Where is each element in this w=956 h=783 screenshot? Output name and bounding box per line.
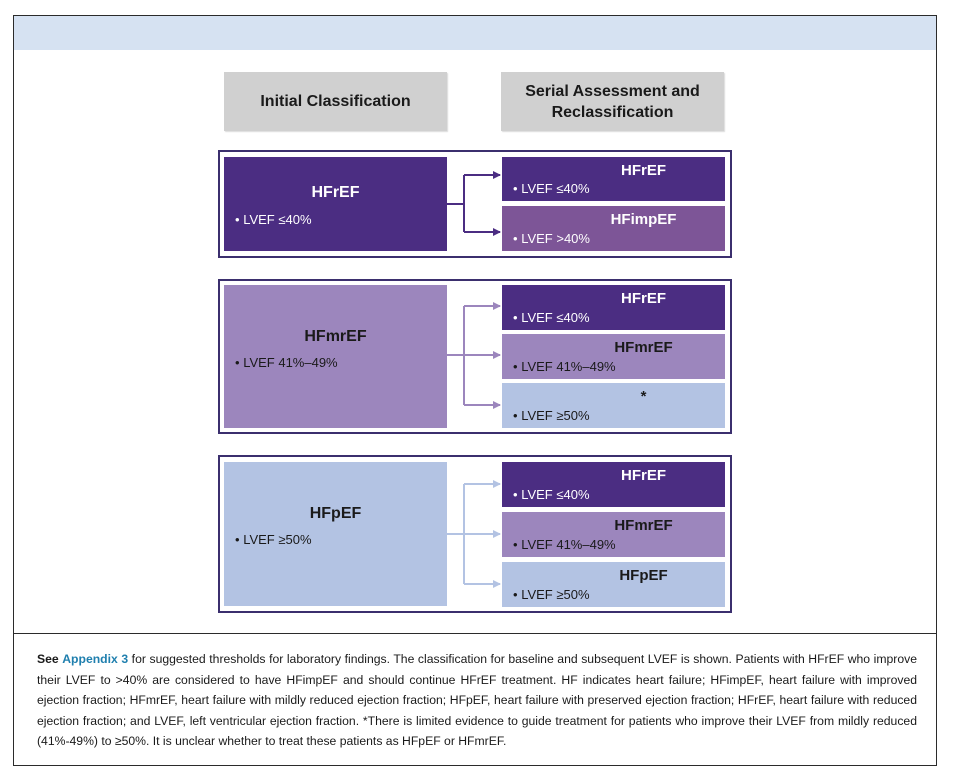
- bullet: •: [513, 487, 518, 502]
- outcome-box-hfref-2: HFimpEF • LVEF >40%: [502, 206, 725, 251]
- outcome-criterion: LVEF ≥50%: [521, 408, 590, 423]
- outcome-box-hfpef-3: HFpEF • LVEF ≥50%: [502, 562, 725, 607]
- outcome-criterion: LVEF >40%: [521, 231, 590, 246]
- bullet: •: [513, 181, 518, 196]
- header-serial-line1: Serial Assessment and: [525, 82, 700, 100]
- bullet: •: [235, 355, 240, 370]
- bullet: •: [513, 537, 518, 552]
- caption-see: See: [37, 652, 59, 666]
- figure-top-band: [14, 16, 936, 50]
- bullet: •: [513, 231, 518, 246]
- outcome-name: HFrEF: [621, 467, 666, 484]
- header-serial-line2: Reclassification: [551, 103, 674, 121]
- initial-criterion: LVEF ≥50%: [243, 532, 312, 547]
- bullet: •: [235, 532, 240, 547]
- bullet: •: [513, 359, 518, 374]
- outcome-box-hfpef-2: HFmrEF • LVEF 41%–49%: [502, 512, 725, 557]
- connector-group-hfref: [447, 171, 501, 236]
- outcome-criterion: LVEF ≤40%: [521, 487, 590, 502]
- outcome-box-hfmref-1: HFrEF • LVEF ≤40%: [502, 285, 725, 330]
- outcome-name: HFrEF: [621, 290, 666, 307]
- caption-divider: [14, 633, 936, 634]
- outcome-name-asterisk: *: [640, 388, 647, 405]
- header-serial-assessment: Serial Assessment and Reclassification: [501, 72, 724, 131]
- outcome-criterion: LVEF 41%–49%: [521, 537, 616, 552]
- outcome-name: HFmrEF: [614, 517, 673, 534]
- figure-caption: See Appendix 3 for suggested thresholds …: [37, 649, 917, 752]
- appendix-link[interactable]: Appendix 3: [62, 652, 129, 666]
- initial-box-hfref: HFrEF • LVEF ≤40%: [224, 157, 447, 251]
- outcome-name: HFrEF: [621, 162, 666, 179]
- initial-name: HFrEF: [311, 184, 360, 201]
- connector-group-hfmref: [447, 302, 501, 409]
- initial-box-hfpef: HFpEF • LVEF ≥50%: [224, 462, 447, 606]
- bullet: •: [513, 310, 518, 325]
- outcome-box-hfref-1: HFrEF • LVEF ≤40%: [502, 157, 725, 201]
- outcome-name: HFmrEF: [614, 339, 673, 356]
- outcome-criterion: LVEF ≥50%: [521, 587, 590, 602]
- outcome-box-hfmref-3: * • LVEF ≥50%: [502, 383, 725, 428]
- outcome-box-hfmref-2: HFmrEF • LVEF 41%–49%: [502, 334, 725, 379]
- bullet: •: [513, 587, 518, 602]
- header-initial-classification: Initial Classification: [224, 72, 447, 131]
- outcome-criterion: LVEF ≤40%: [521, 310, 590, 325]
- bullet: •: [235, 212, 240, 227]
- outcome-criterion: LVEF 41%–49%: [521, 359, 616, 374]
- bullet: •: [513, 408, 518, 423]
- header-initial-label: Initial Classification: [260, 93, 411, 110]
- outcome-criterion: LVEF ≤40%: [521, 181, 590, 196]
- figure-frame: [13, 15, 937, 766]
- initial-name: HFpEF: [309, 505, 362, 522]
- initial-criterion: LVEF 41%–49%: [243, 355, 338, 370]
- caption-text: for suggested thresholds for laboratory …: [37, 652, 917, 748]
- outcome-name: HFimpEF: [610, 211, 677, 228]
- initial-criterion: LVEF ≤40%: [243, 212, 312, 227]
- outcome-box-hfpef-1: HFrEF • LVEF ≤40%: [502, 462, 725, 507]
- initial-name: HFmrEF: [304, 328, 367, 345]
- outcome-name: HFpEF: [619, 567, 668, 584]
- initial-box-hfmref: HFmrEF • LVEF 41%–49%: [224, 285, 447, 428]
- connector-group-hfpef: [447, 480, 501, 588]
